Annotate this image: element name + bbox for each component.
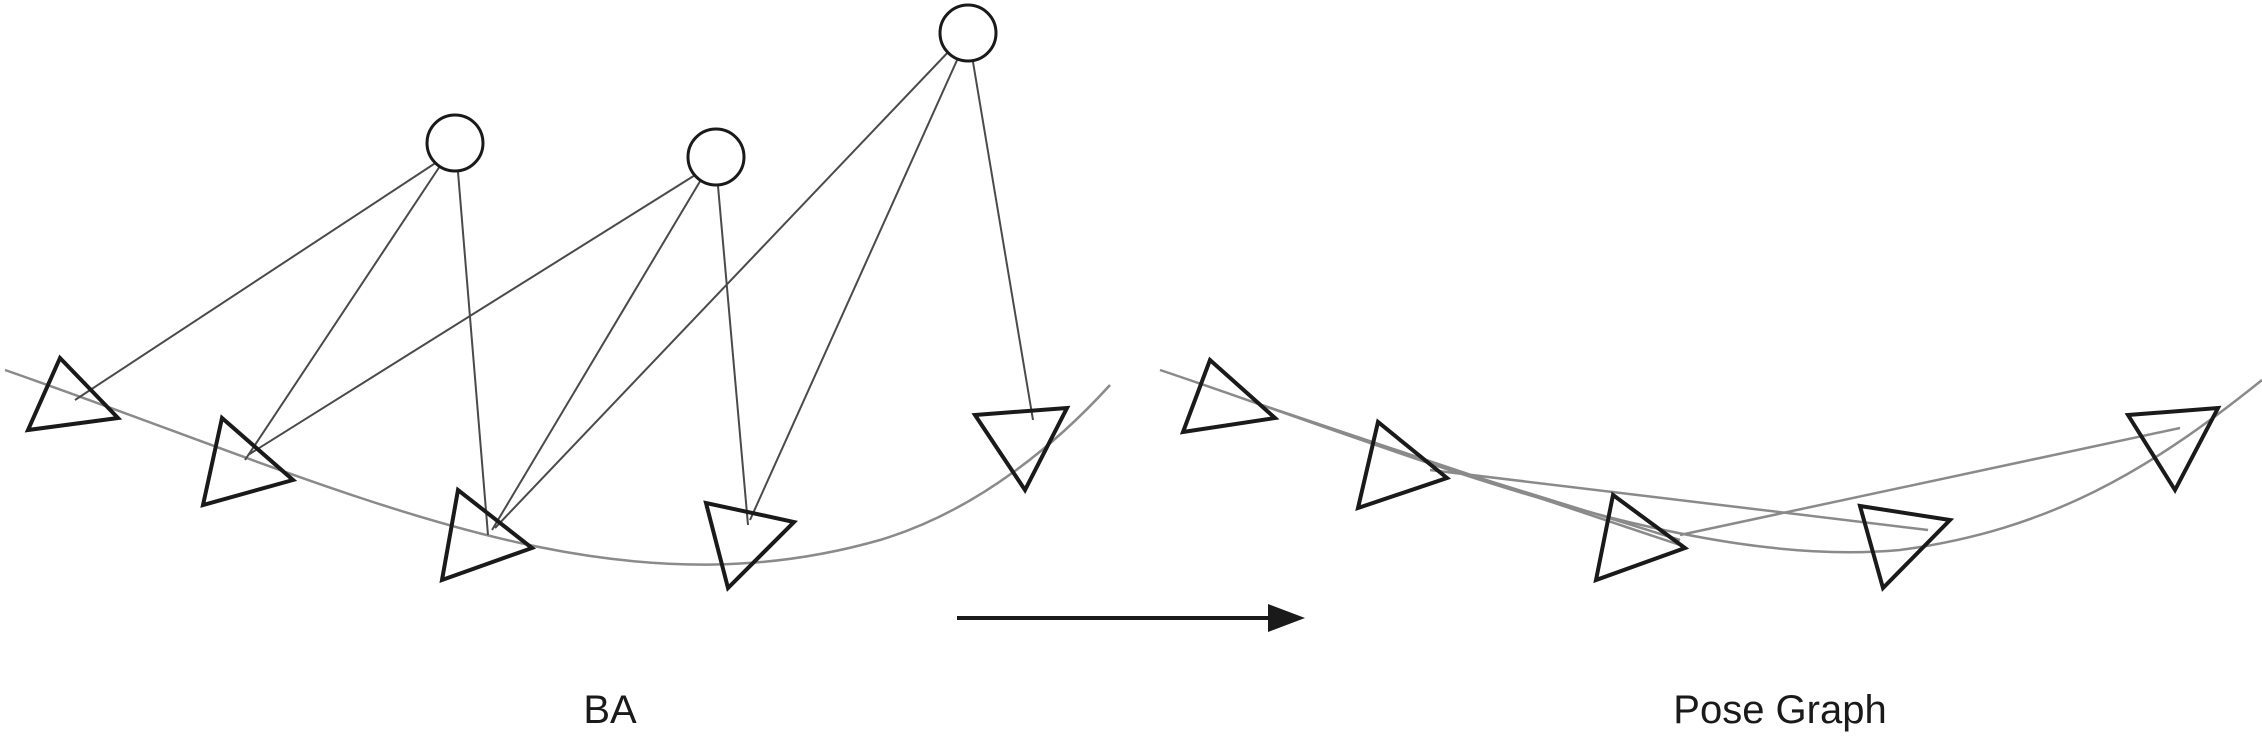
- ba-edge-l0-c1: [244, 162, 443, 461]
- ba-observation-edges: [74, 47, 1034, 536]
- pg-edge-1-3: [1429, 468, 1929, 532]
- ba-edge-l2-c2: [494, 47, 953, 529]
- camera-triangle-icon: [1593, 491, 1690, 584]
- camera-triangle-icon: [1857, 503, 1955, 592]
- ba-cameras: [24, 354, 1071, 592]
- pose-graph-edges: [1261, 403, 2181, 547]
- camera-triangle-icon: [1355, 418, 1452, 512]
- camera-triangle-icon: [1179, 356, 1280, 435]
- camera-triangle-icon: [703, 500, 799, 592]
- ba-edge-l0-c2: [457, 171, 489, 536]
- ba-edge-l1-c2: [491, 177, 703, 531]
- ba-edge-l1-c3: [717, 185, 749, 526]
- ba-edge-l2-c3: [749, 57, 959, 521]
- pose-graph-trajectory-curve: [1159, 368, 2262, 554]
- ba-panel-label: BA: [583, 688, 637, 732]
- ba-panel: [4, 3, 1111, 592]
- transform-arrow: [957, 604, 1305, 632]
- camera-triangle-icon: [200, 414, 298, 508]
- ba-edge-l2-c4: [972, 61, 1034, 421]
- pg-edge-1-2: [1427, 460, 1681, 542]
- camera-triangle-icon: [2124, 405, 2222, 495]
- pose-graph-cameras: [1179, 356, 2222, 592]
- ba-trajectory-curve: [4, 368, 1111, 566]
- pose-graph-panel: [1159, 356, 2262, 592]
- pose-graph-panel-label: Pose Graph: [1673, 688, 1887, 732]
- landmark-circle-icon: [425, 113, 485, 173]
- camera-triangle-icon: [439, 486, 537, 584]
- camera-triangle-icon: [971, 405, 1071, 494]
- camera-triangle-icon: [24, 354, 123, 433]
- arrow-head-icon: [1268, 604, 1305, 632]
- pg-edge-2-4: [1679, 426, 2181, 537]
- ba-edge-l1-c1: [247, 171, 701, 456]
- ba-edge-l0-c0: [74, 159, 441, 401]
- landmark-circle-icon: [938, 3, 998, 63]
- ba-landmarks: [425, 3, 998, 187]
- landmark-circle-icon: [686, 127, 746, 187]
